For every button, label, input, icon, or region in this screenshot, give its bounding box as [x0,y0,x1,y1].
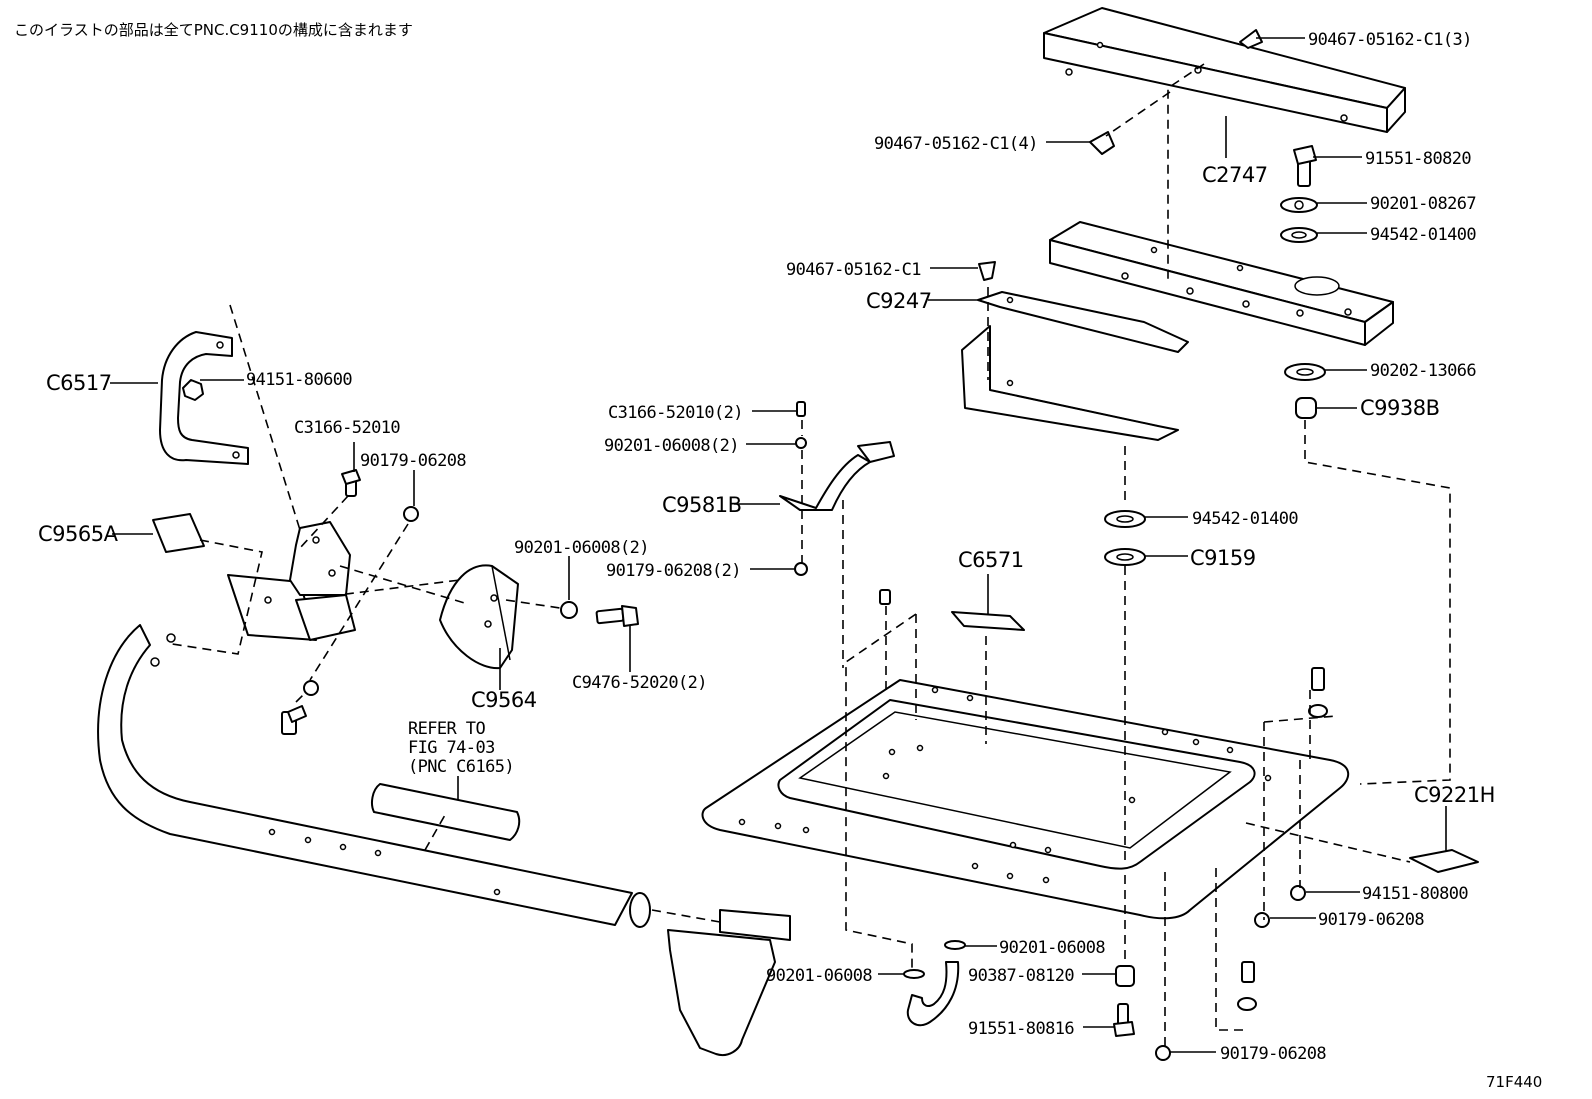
label-c3166-52010: C3166-52010 [294,418,400,438]
label-c9938b: C9938B [1360,396,1440,420]
top-screws-drawing [978,29,1263,281]
label-91551-80820: 91551-80820 [1365,149,1471,169]
header-note: このイラストの部品は全てPNC.C9110の構成に含まれます [14,21,413,39]
hose-drawing [906,961,960,1027]
cushion-c9564-drawing [439,564,519,670]
strap-c9581b-drawing [779,401,895,576]
pad-c9565a-drawing [152,513,205,553]
label-c6517: C6517 [46,371,112,395]
label-90202-13066: 90202-13066 [1370,361,1476,381]
bottom-mount-drawing [667,909,791,1056]
labels: このイラストの部品は全てPNC.C9110の構成に含まれます 90467-051… [14,21,1542,1091]
assembly-lines [171,63,1451,1046]
label-c9247: C9247 [866,289,932,313]
label-c2747: C2747 [1202,163,1268,187]
right-fasteners-drawing [879,145,1328,1061]
pad-c6571-drawing [951,611,1025,631]
refer-line-1: REFER TO [408,719,485,739]
bracket-c6517-drawing [159,331,249,465]
label-c6571: C6571 [958,548,1024,572]
label-c9476-52020-2: C9476-52020(2) [572,673,707,693]
bracket-c9247-drawing [961,291,1189,441]
label-90201-06008-b: 90201-06008 [766,966,872,986]
label-c9581b: C9581B [662,493,742,517]
label-c9565a: C9565A [38,522,119,546]
leader-lines [110,37,1447,1053]
label-90467-05162-c1: 90467-05162-C1 [786,260,921,280]
tray-base-drawing [701,679,1350,920]
label-90201-06008-2a: 90201-06008(2) [604,436,739,456]
label-90179-06208-2: 90179-06208(2) [606,561,741,581]
figure-code: 71F440 [1486,1073,1542,1091]
label-90179-06208-a: 90179-06208 [360,451,466,471]
nut-94151-80600-drawing [182,379,204,401]
label-c9159: C9159 [1190,546,1256,570]
refer-line-3: (PNC C6165) [408,757,514,777]
pad-c9221h-drawing [1409,849,1479,873]
label-90201-08267: 90201-08267 [1370,194,1476,214]
refer-line-2: FIG 74-03 [408,738,495,758]
label-94151-80800: 94151-80800 [1362,884,1468,904]
label-94542-01400-mid: 94542-01400 [1192,509,1298,529]
channel-lower-drawing [1049,221,1394,346]
label-c9564: C9564 [471,688,537,712]
left-fasteners-drawing [281,469,419,735]
label-90179-06208-c: 90179-06208 [1220,1044,1326,1064]
tube-drawing [97,624,651,928]
label-c3166-52010-2: C3166-52010(2) [608,403,743,423]
label-90201-06008-2b: 90201-06008(2) [514,538,649,558]
label-c9221h: C9221H [1414,783,1495,807]
label-94151-80600: 94151-80600 [246,370,352,390]
label-90467-05162-c1-4: 90467-05162-C1(4) [874,134,1038,154]
label-90387-08120: 90387-08120 [968,966,1074,986]
tube-section-drawing [371,783,521,841]
label-90201-06008-a: 90201-06008 [999,938,1105,958]
label-90467-05162-c1-3: 90467-05162-C1(3) [1308,30,1472,50]
label-91551-80816: 91551-80816 [968,1019,1074,1039]
screw-c9476-drawing [560,601,639,627]
label-94542-01400-top: 94542-01400 [1370,225,1476,245]
channel-c2747-drawing [1043,7,1406,133]
label-90179-06208-b: 90179-06208 [1318,910,1424,930]
mount-bracket-drawing [227,521,356,641]
